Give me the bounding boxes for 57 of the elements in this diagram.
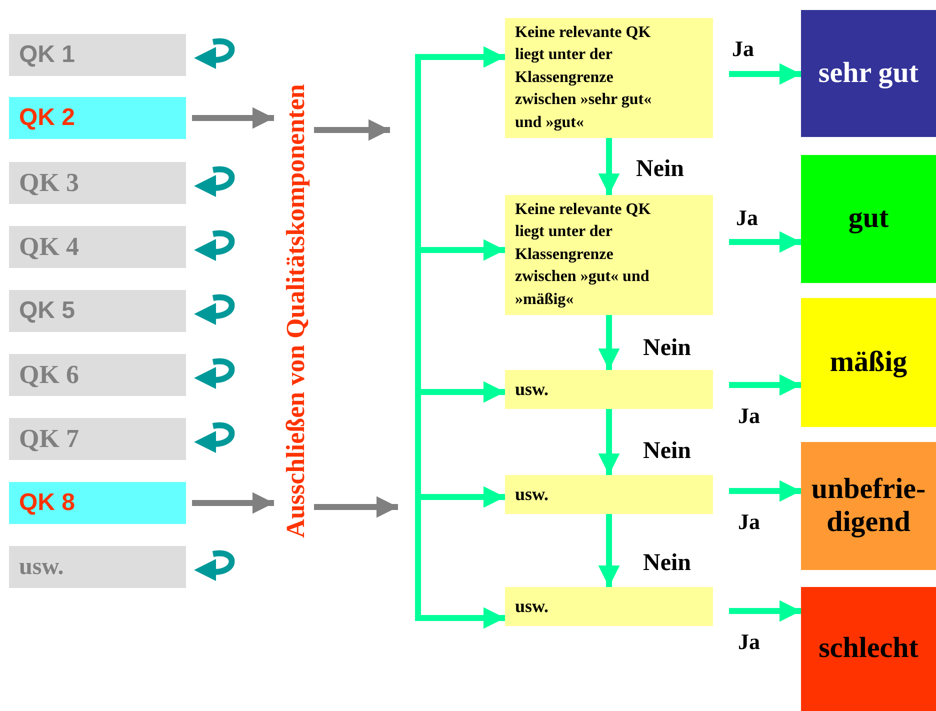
heading-text: Ausschließen von Qualitätskomponenten bbox=[283, 84, 309, 538]
component-label: QK 8 bbox=[19, 489, 76, 517]
component-label: QK 2 bbox=[19, 104, 76, 132]
condition-text: usw. bbox=[515, 378, 549, 401]
grade-label: unbefrie- digend bbox=[810, 472, 927, 540]
arrow bbox=[598, 409, 620, 475]
component-box bbox=[9, 354, 186, 396]
arrow bbox=[314, 496, 398, 518]
grade-box bbox=[801, 10, 936, 137]
arrow bbox=[418, 239, 505, 261]
grade-box bbox=[801, 587, 936, 711]
component-box bbox=[9, 97, 186, 139]
arrow bbox=[729, 374, 801, 396]
component-label: QK 7 bbox=[19, 424, 79, 454]
arrow bbox=[598, 514, 620, 587]
decision-box bbox=[505, 370, 713, 409]
component-label: QK 6 bbox=[19, 360, 79, 390]
component-label: QK 1 bbox=[19, 41, 76, 69]
grade-label: mäßig bbox=[828, 346, 908, 380]
decision-box bbox=[505, 475, 713, 514]
component-label: QK 5 bbox=[19, 297, 76, 325]
arrow bbox=[418, 607, 505, 629]
condition-text: Keine relevante QK liegt unter der Klassengrenze zwischen »sehr gut« und »gut« bbox=[515, 23, 653, 133]
grade-label: gut bbox=[847, 202, 890, 236]
condition-text: usw. bbox=[515, 594, 549, 618]
arrow bbox=[729, 63, 801, 85]
arrow bbox=[418, 486, 505, 508]
component-box bbox=[9, 162, 186, 204]
grade-label: schlecht bbox=[818, 632, 920, 666]
arrow bbox=[192, 107, 274, 129]
decision-box bbox=[505, 18, 713, 138]
arrow bbox=[729, 600, 801, 622]
arrow bbox=[598, 138, 620, 195]
component-box bbox=[9, 482, 186, 524]
component-label: usw. bbox=[19, 554, 64, 580]
arrow bbox=[598, 315, 620, 370]
component-box bbox=[9, 418, 186, 460]
grade-box bbox=[801, 155, 936, 283]
grade-box bbox=[801, 442, 936, 570]
component-label: QK 4 bbox=[19, 232, 79, 262]
component-box bbox=[9, 226, 186, 268]
arrow bbox=[314, 119, 390, 141]
arrow bbox=[192, 492, 274, 514]
component-box bbox=[9, 290, 186, 332]
condition-text: usw. bbox=[515, 482, 549, 506]
grade-label: sehr gut bbox=[817, 56, 920, 90]
condition-text: Keine relevante QK liegt unter der Klassengrenze zwischen »gut« und »mäßig« bbox=[515, 200, 652, 310]
arrow bbox=[418, 381, 505, 403]
decision-box bbox=[505, 195, 713, 315]
decision-box bbox=[505, 587, 713, 626]
arrow bbox=[729, 231, 801, 253]
arrow bbox=[729, 480, 801, 502]
component-label: QK 3 bbox=[19, 168, 79, 198]
arrow bbox=[418, 46, 505, 68]
component-box bbox=[9, 34, 186, 76]
component-box bbox=[9, 546, 186, 588]
grade-box bbox=[801, 298, 936, 427]
